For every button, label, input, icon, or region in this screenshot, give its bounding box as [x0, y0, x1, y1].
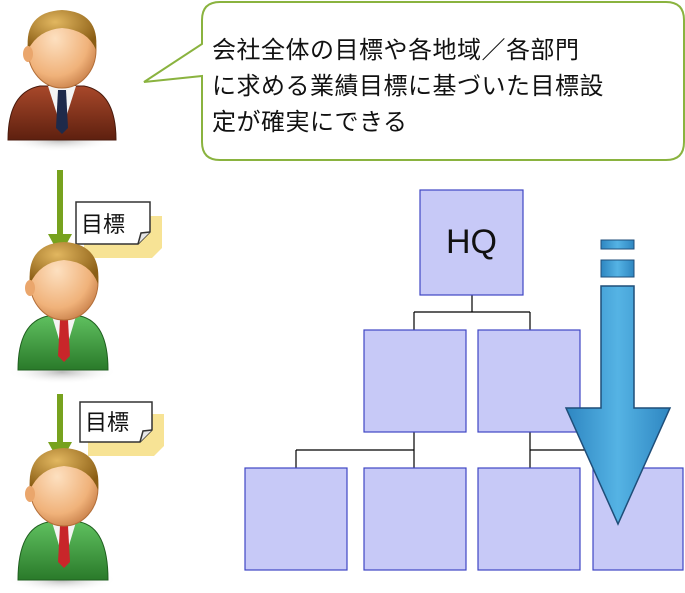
- org-box-level3: [477, 467, 581, 571]
- manager-avatar-icon: [7, 242, 117, 384]
- goal-note-1: [75, 201, 162, 258]
- staff-avatar-icon: [7, 448, 117, 592]
- org-root-label: HQ: [446, 223, 497, 261]
- org-box-root: [419, 189, 524, 296]
- goal-note-label: 目標: [81, 213, 126, 238]
- org-box-level3: [363, 467, 467, 571]
- speech-bubble-text: 会社全体の目標や各地域／各部門 に求める業績目標に基づいた目標設 定が確実にでき…: [212, 32, 682, 140]
- org-box-level2: [477, 329, 581, 433]
- executive-avatar-icon: [5, 10, 117, 152]
- goal-note-2: [79, 401, 164, 456]
- speech-bubble-line: 定が確実にできる: [212, 108, 408, 136]
- speech-bubble: [143, 1, 685, 161]
- down-arrow-icon: [564, 239, 672, 526]
- goal-note-label: 目標: [85, 411, 130, 436]
- org-box-level2: [363, 329, 467, 433]
- org-box-level3: [244, 467, 348, 571]
- speech-bubble-line: 会社全体の目標や各地域／各部門: [212, 36, 580, 64]
- speech-bubble-line: に求める業績目標に基づいた目標設: [212, 72, 604, 100]
